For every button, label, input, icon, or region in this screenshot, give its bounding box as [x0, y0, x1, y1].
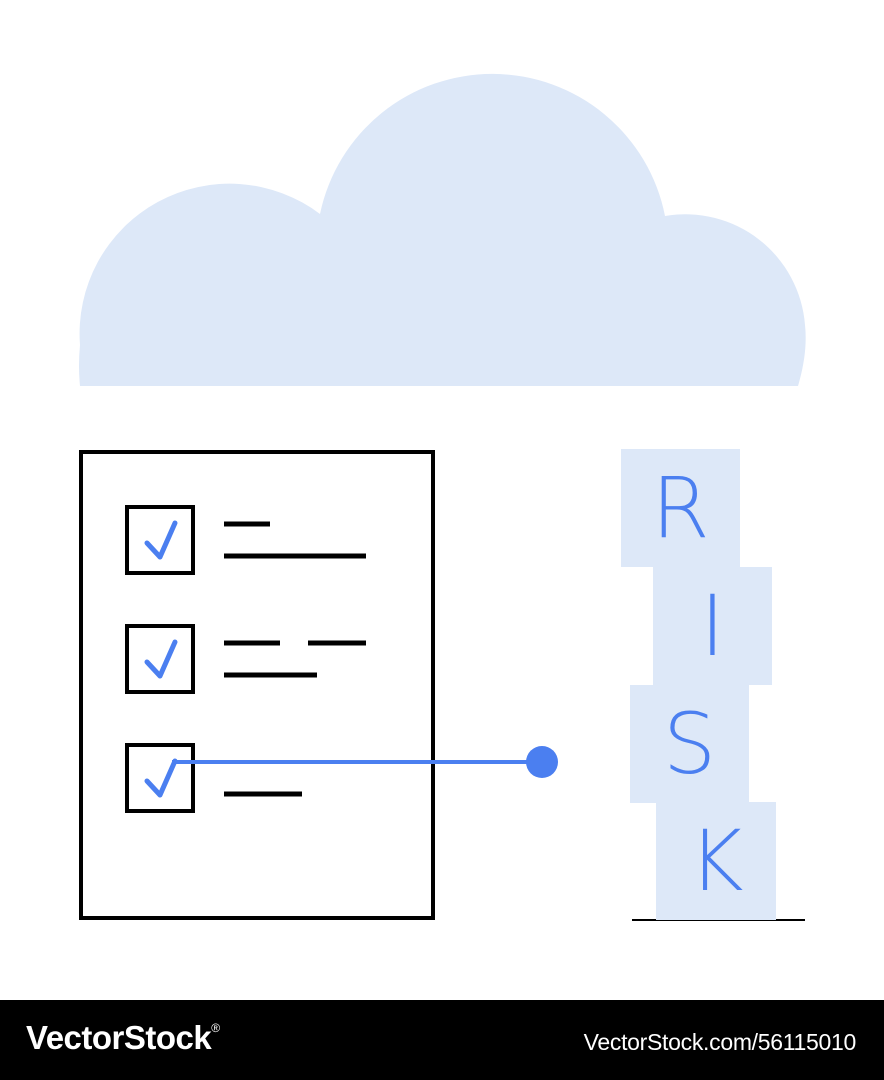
risk-letter-s: S — [662, 695, 717, 793]
risk-letter-i: I — [700, 577, 725, 675]
checklist-item-1 — [125, 505, 366, 575]
illustration — [79, 73, 806, 921]
document-frame — [79, 450, 435, 920]
cloud-icon — [79, 73, 806, 386]
risk-letter-r: R — [651, 459, 710, 557]
risk-block-r: R — [621, 449, 740, 567]
risk-block-i: I — [653, 567, 772, 685]
brand-name: VectorStock — [26, 1019, 212, 1056]
connector-dot — [526, 746, 558, 778]
checkbox-3 — [125, 743, 195, 813]
risk-block-s: S — [630, 685, 749, 803]
registered-mark: ® — [211, 1021, 220, 1035]
connector-line — [172, 746, 558, 778]
watermark-footer: VectorStock® VectorStock.com/56115010 — [0, 1000, 884, 1080]
checkbox-2 — [125, 624, 195, 694]
risk-letter-k: K — [688, 812, 744, 910]
checkmark-icon — [144, 520, 178, 560]
brand-logo: VectorStock® — [26, 1019, 220, 1057]
checklist-item-3 — [125, 743, 302, 813]
checkmark-icon — [144, 758, 178, 798]
risk-block-k: K — [656, 802, 776, 920]
checklist-document-icon — [79, 450, 435, 920]
checkmark-icon — [144, 639, 178, 679]
image-reference: VectorStock.com/56115010 — [583, 1029, 857, 1055]
checklist-item-2 — [125, 624, 366, 694]
checkbox-1 — [125, 505, 195, 575]
